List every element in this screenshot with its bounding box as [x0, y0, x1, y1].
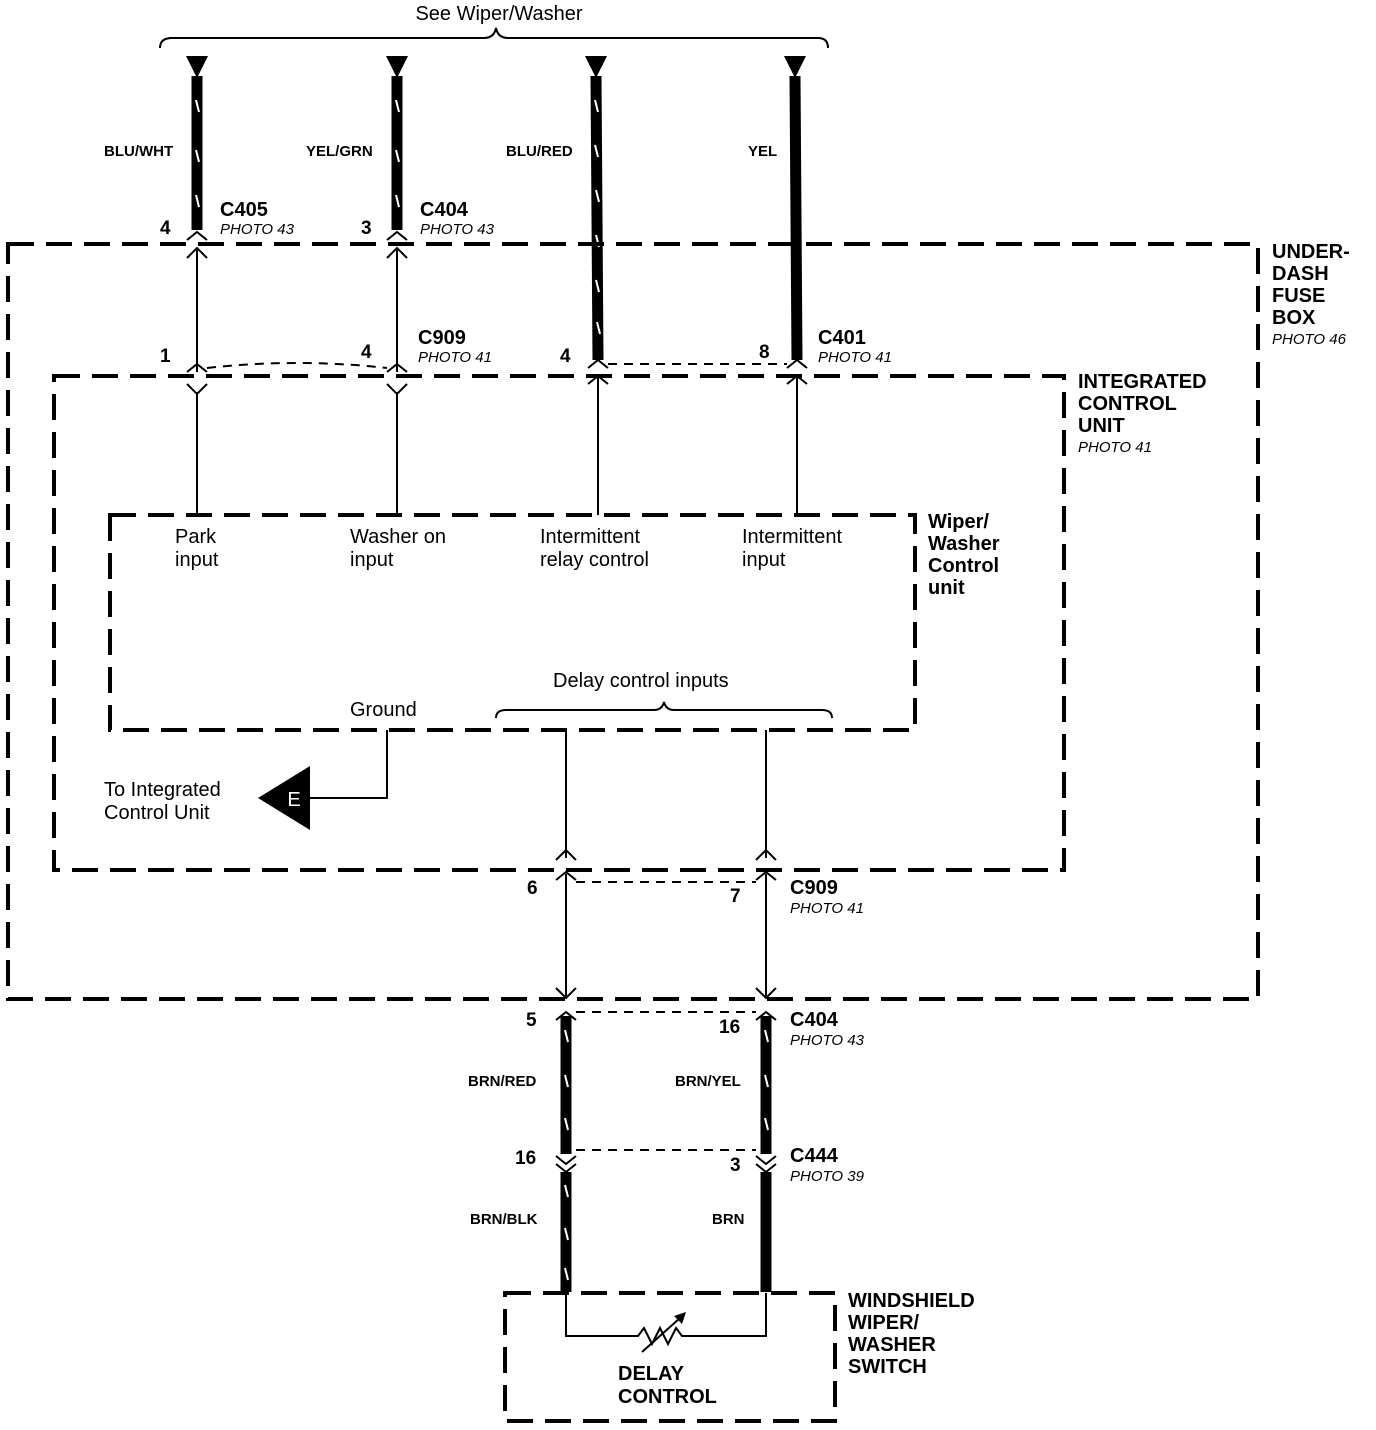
c909-top-pin-4 — [386, 362, 408, 373]
c404-bottom-pin-left: 5 — [526, 1010, 537, 1031]
c909-bottom-photo: PHOTO 41 — [790, 900, 864, 917]
arrow-head-blu-red — [585, 56, 607, 78]
c909-top-pin-right: 4 — [361, 342, 372, 363]
top-brace — [159, 27, 829, 49]
wire-label-brn-yel: BRN/YEL — [675, 1073, 741, 1090]
c444-pin-left: 16 — [515, 1148, 536, 1169]
wire-stripes-top — [195, 99, 601, 335]
icu-label: INTEGRATED CONTROL UNIT — [1078, 371, 1212, 437]
c909-top-photo: PHOTO 41 — [418, 349, 492, 366]
delay-inputs-brace — [495, 701, 833, 719]
wire-stripes-bottom — [564, 1184, 569, 1281]
icu-photo: PHOTO 41 — [1078, 439, 1152, 456]
c909-top-join — [206, 362, 388, 369]
c405-name: C405 — [220, 199, 268, 221]
wire-label-blu-red: BLU/RED — [506, 143, 573, 160]
ground-ref-label: To Integrated Control Unit — [104, 779, 226, 824]
c909-bottom-pin-right: 7 — [730, 886, 741, 907]
icu-pin-intermittent — [786, 374, 808, 385]
fuse-box-label: UNDER- DASH FUSE BOX — [1272, 241, 1355, 329]
delay-inputs-label: Delay control inputs — [553, 670, 729, 692]
c909-top-pin-1 — [186, 362, 208, 373]
c909-bottom-pin-7 — [755, 870, 777, 881]
c404-bottom-pin-right: 16 — [719, 1017, 740, 1038]
c401-pin-right: 8 — [759, 342, 770, 363]
c404-top-pin-number: 3 — [361, 218, 372, 239]
c404-bottom-pin-5 — [555, 1010, 577, 1021]
c404-bottom-pin-16 — [755, 1010, 777, 1021]
arrow-head-yel — [784, 56, 806, 78]
arrow-head-blu-wht — [186, 56, 208, 78]
arrow-head-yel-grn — [386, 56, 408, 78]
delay-control-label: DELAY CONTROL — [618, 1363, 717, 1408]
fuse-box-pin-5 — [555, 987, 577, 1000]
delay-circuit-wire — [565, 1293, 767, 1347]
c444-photo: PHOTO 39 — [790, 1168, 865, 1185]
c405-pin-number: 4 — [160, 218, 171, 239]
variable-resistor-arrowhead — [674, 1312, 686, 1324]
switch-outline — [503, 1291, 837, 1423]
c401-photo: PHOTO 41 — [818, 349, 892, 366]
wire-label-yel: YEL — [748, 143, 777, 160]
wire-label-brn: BRN — [712, 1211, 745, 1228]
c909-bottom-pin-left: 6 — [527, 878, 538, 899]
ground-label: Ground — [350, 699, 417, 721]
c444-pin-16 — [555, 1155, 577, 1166]
c909-bottom-name: C909 — [790, 877, 838, 899]
c404-top-pin — [386, 230, 408, 241]
wire-label-blu-wht: BLU/WHT — [104, 143, 173, 160]
ground-ref-letter: E — [287, 789, 300, 811]
fuse-box-outline — [6, 242, 1260, 1001]
c444-pin-3 — [755, 1155, 777, 1166]
icu-outline — [52, 374, 1066, 872]
fuse-box-photo: PHOTO 46 — [1272, 331, 1347, 348]
intermittent-input-label: Intermittent input — [742, 526, 848, 571]
ground-ref-triangle — [258, 766, 310, 830]
c404-bottom-photo: PHOTO 43 — [790, 1032, 865, 1049]
wire-label-brn-blk: BRN/BLK — [470, 1211, 538, 1228]
c404-top-pin-lower — [386, 246, 408, 259]
c401-name: C401 — [818, 327, 866, 349]
c405-photo: PHOTO 43 — [220, 221, 295, 238]
relay-control-label: Intermittent relay control — [540, 526, 649, 571]
c909-top-name: C909 — [418, 327, 466, 349]
wire-stripes-mid — [564, 1029, 769, 1131]
variable-resistor-arrow — [641, 1317, 681, 1353]
c444-pin-right: 3 — [730, 1155, 741, 1176]
c401-pin-8 — [786, 358, 808, 369]
wire-yel — [789, 75, 803, 361]
c404-top-photo: PHOTO 43 — [420, 221, 495, 238]
switch-label: WINDSHIELD WIPER/ WASHER SWITCH — [848, 1290, 980, 1378]
washer-input-label: Washer on input — [350, 526, 452, 571]
c404-bottom-name: C404 — [790, 1009, 839, 1031]
c401-pin-left: 4 — [560, 346, 571, 367]
wire-blu-red — [590, 75, 604, 361]
c444-name: C444 — [790, 1145, 839, 1167]
c401-pin-4 — [587, 358, 609, 369]
ground-wire — [310, 730, 388, 799]
icu-pin-delay-6 — [555, 848, 577, 861]
c909-top-pin-left: 1 — [160, 346, 171, 367]
fuse-box-pin-16 — [755, 987, 777, 1000]
c909-bottom-pin-6 — [555, 870, 577, 881]
wire-label-brn-red: BRN/RED — [468, 1073, 537, 1090]
wiper-unit-label: Wiper/ Washer Control unit — [928, 511, 1005, 599]
c405-pin — [186, 230, 208, 241]
c405-pin-lower — [186, 246, 208, 259]
wiper-unit-outline — [108, 513, 917, 732]
icu-pin-relay — [587, 374, 609, 385]
icu-pin-delay-7 — [755, 848, 777, 861]
wire-label-yel-grn: YEL/GRN — [306, 143, 373, 160]
c404-top-name: C404 — [420, 199, 469, 221]
park-input-label: Park input — [175, 526, 222, 571]
top-label: See Wiper/Washer — [415, 3, 582, 25]
